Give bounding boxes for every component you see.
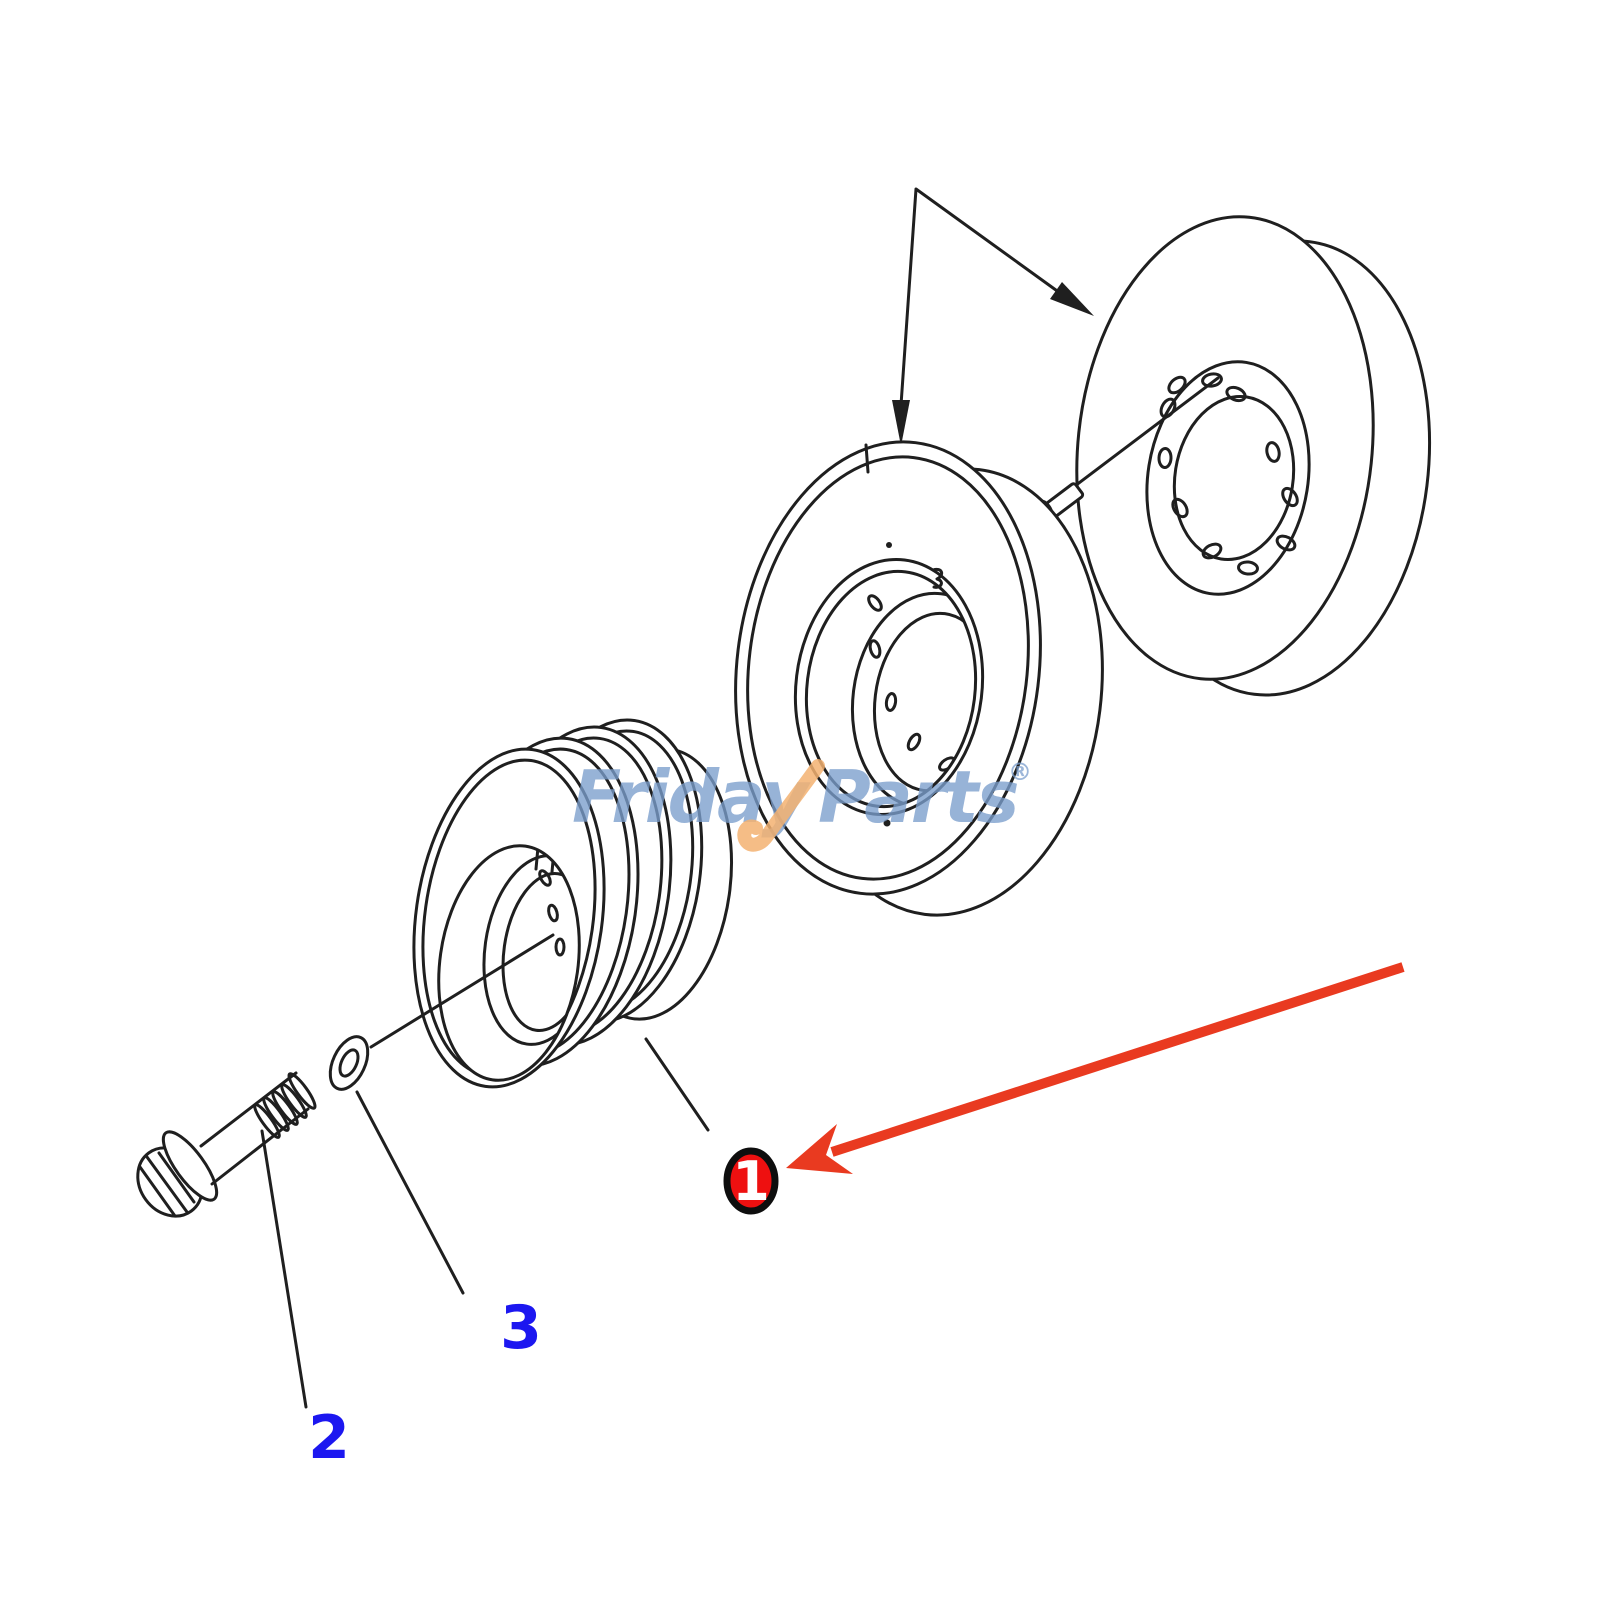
crankshaft-pulley-drawing (412, 718, 734, 1089)
bolt-shaft-top (199, 1071, 298, 1148)
damper-opening-lip (804, 569, 978, 809)
bolt-tip (287, 1072, 317, 1110)
highlight-arrowhead-icon (786, 1124, 853, 1174)
badge-1-circle (723, 1147, 779, 1215)
washer-drawing (328, 1035, 370, 1091)
callout-polyline (899, 187, 1062, 407)
callout-badge-1: 1 (723, 1147, 779, 1215)
disc-bolt-holes (1157, 372, 1299, 576)
damper-rim-tick (864, 443, 870, 474)
part-label-2: 2 (308, 1403, 350, 1473)
washer-outer (328, 1035, 370, 1091)
damper-rim-lip (746, 455, 1030, 881)
diagonal-arrowhead-icon (1050, 282, 1094, 316)
leader-bolt-to-label-2 (260, 1129, 308, 1409)
line-art (136, 187, 1432, 1409)
disc-front-face (1075, 215, 1375, 681)
washer-hole (338, 1048, 360, 1078)
highlight-arrow-shaft (830, 962, 1405, 1157)
vibration-damper-drawing (734, 440, 1104, 917)
bolt-flange (161, 1130, 219, 1202)
damper-opening-outer (793, 557, 985, 817)
watermark-registered-mark: ® (1008, 758, 1032, 786)
friction-disc-drawing (1075, 215, 1432, 697)
damper-face-hole-bottom (883, 819, 891, 827)
leader-washer-to-pulley-center (369, 933, 555, 1049)
leader-washer-to-label-3 (355, 1090, 465, 1295)
highlight-arrow (786, 962, 1405, 1174)
part-label-3: 3 (500, 1293, 542, 1363)
damper-face-hole-top (886, 542, 892, 548)
disc-hub-outer (1145, 360, 1311, 596)
disc-hub-bore (1172, 394, 1296, 562)
top-callout-arrows (892, 187, 1094, 446)
watermark: Friday Parts ® (572, 755, 1032, 852)
leader-pulley-to-badge-1 (644, 1037, 710, 1132)
down-arrowhead-icon (892, 400, 910, 446)
bolt-threads (253, 1083, 308, 1139)
watermark-swoosh-icon (737, 759, 825, 852)
watermark-text-right: Parts (818, 755, 1018, 839)
badge-1-number: 1 (732, 1150, 770, 1213)
mounting-bolt-drawing (136, 1071, 317, 1218)
damper-keyway-mark (931, 567, 944, 589)
leader-lines (260, 933, 710, 1409)
